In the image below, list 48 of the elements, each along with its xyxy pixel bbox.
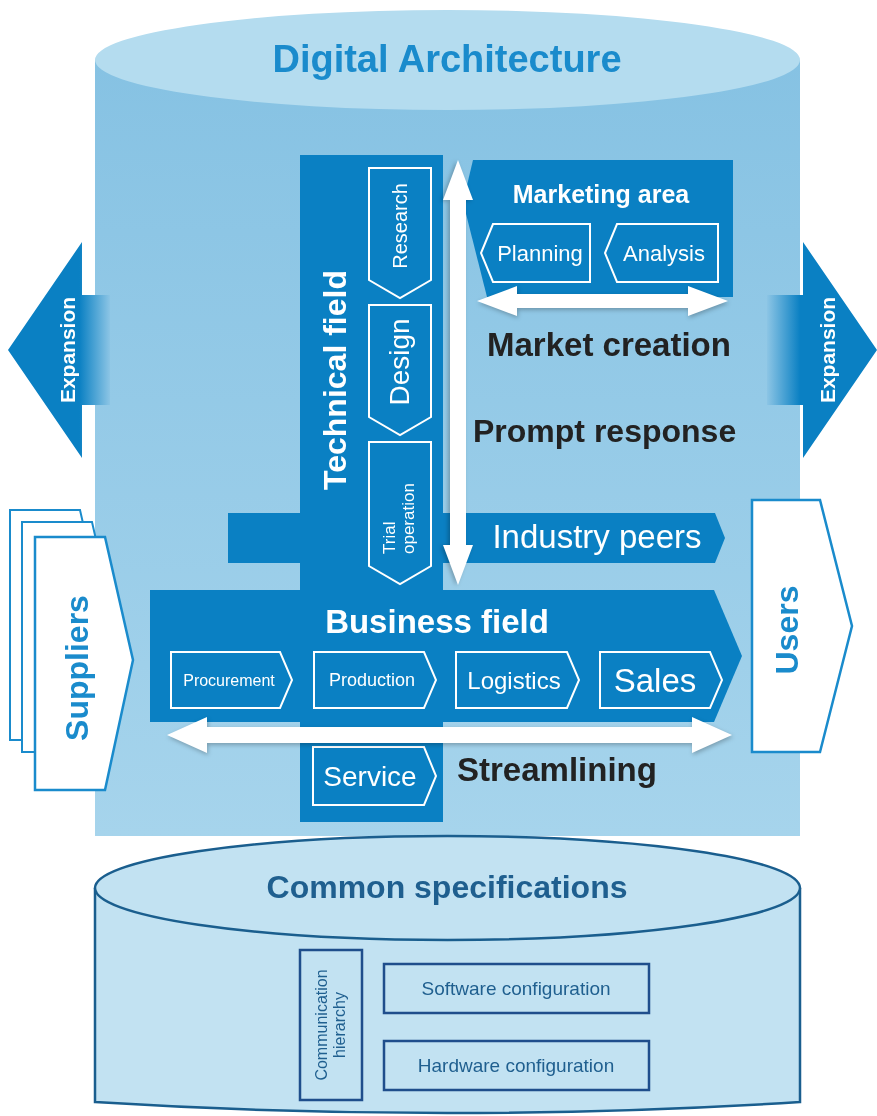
process-step — [456, 652, 579, 708]
annotation-label: Prompt response — [473, 413, 737, 450]
node-label: Hardware configuration — [416, 1055, 616, 1077]
process-step — [600, 652, 722, 708]
node-label: Production — [327, 671, 417, 691]
node-label: Design — [384, 317, 416, 408]
heading: Business field — [324, 603, 550, 641]
cylinder — [95, 10, 800, 836]
node-label: Service — [322, 761, 418, 793]
node-label: Procurement — [182, 672, 276, 690]
process-box — [605, 224, 718, 282]
process-step — [313, 747, 436, 805]
stacked-pages — [10, 510, 133, 790]
double-arrow — [167, 717, 732, 753]
heading: Common specifications — [265, 870, 629, 906]
process-box — [481, 224, 590, 282]
process-step — [171, 652, 292, 708]
outlined-box — [384, 1041, 649, 1090]
pointed-box — [752, 500, 852, 752]
process-box — [369, 168, 431, 298]
node-label: Analysis — [622, 241, 706, 267]
node-label: Sales — [612, 662, 698, 700]
node-label: Software configuration — [420, 978, 612, 1000]
node-label: Trial operation — [381, 482, 419, 554]
node-label: Logistics — [466, 667, 562, 695]
node-label: Planning — [496, 241, 584, 267]
double-arrow — [477, 286, 728, 316]
node-label: Research — [389, 182, 411, 271]
process-box — [369, 442, 431, 584]
heading: Expansion — [56, 295, 80, 406]
expansion-arrow — [8, 242, 110, 458]
cylinder — [95, 836, 800, 1116]
heading: Suppliers — [60, 594, 96, 743]
annotation-label: Streamlining — [457, 751, 657, 789]
node-label: Communication hierarchy — [313, 968, 349, 1083]
process-step — [314, 652, 436, 708]
node-label: Industry peers — [491, 518, 703, 556]
annotation-label: Market creation — [487, 326, 731, 364]
area-box — [463, 160, 733, 297]
process-box — [369, 305, 431, 435]
heading: Users — [770, 584, 806, 677]
heading: Technical field — [318, 269, 354, 492]
title: Digital Architecture — [271, 39, 623, 81]
heading: Expansion — [816, 295, 840, 406]
heading: Marketing area — [511, 181, 691, 209]
outlined-box — [300, 950, 362, 1100]
expansion-arrow — [767, 242, 877, 458]
outlined-box — [384, 964, 649, 1013]
